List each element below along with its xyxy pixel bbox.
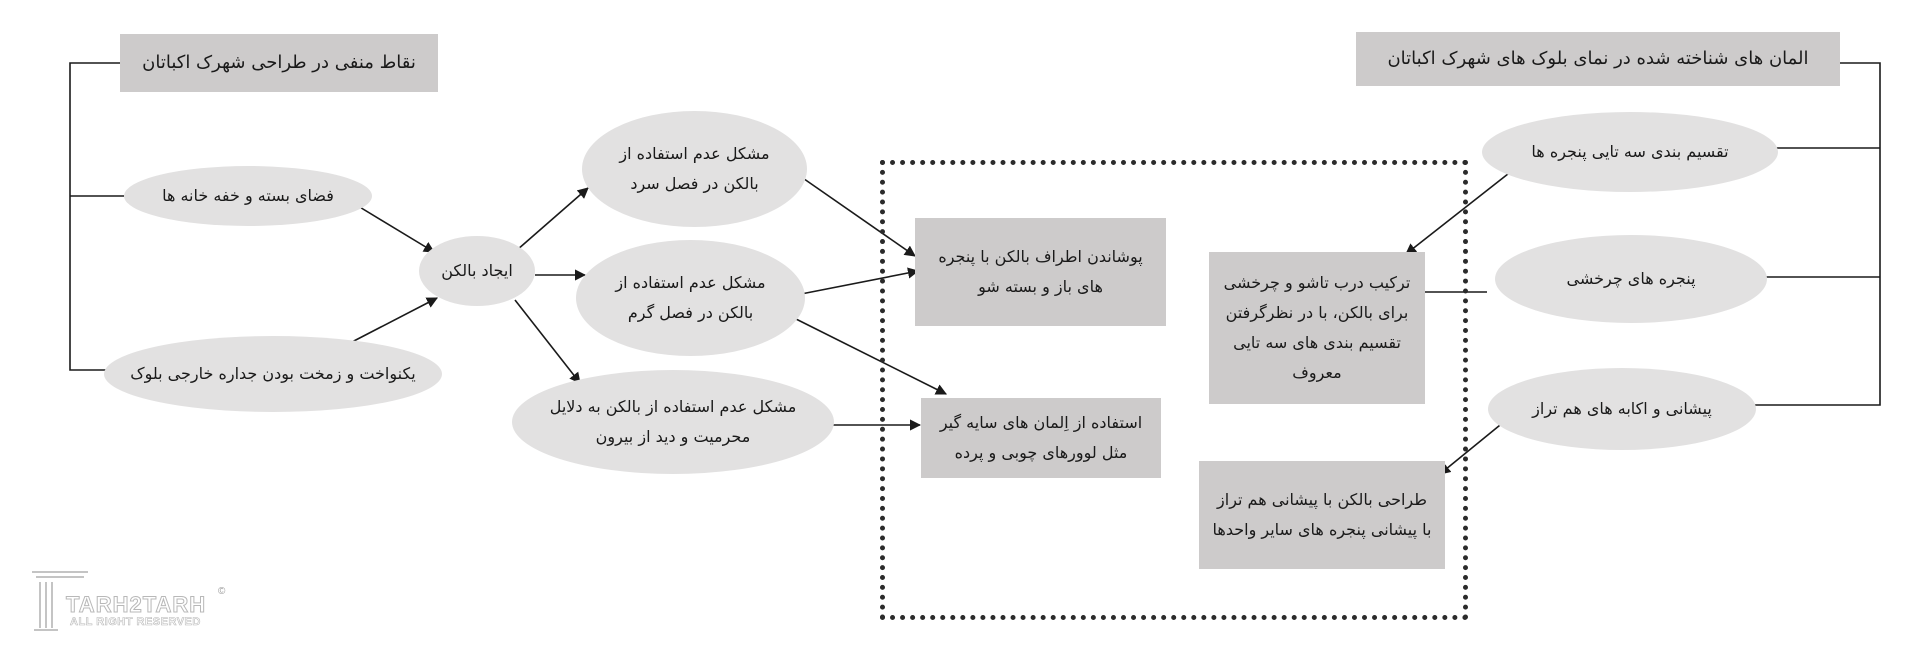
- tarh2tarh-logo: TARH2TARH © ALL RIGHT RESERVED: [30, 568, 240, 636]
- arrow-uniform-to-balcony: [349, 297, 438, 344]
- right-title-box: المان های شناخته شده در نمای بلوک های شه…: [1356, 32, 1840, 86]
- left-bracket-line: [69, 62, 120, 371]
- cramped-spaces-text: فضای بسته و خفه خانه ها: [162, 186, 334, 205]
- right-title-text: المان های شناخته شده در نمای بلوک های شه…: [1387, 48, 1809, 69]
- three-part-windows-text: تقسیم بندی سه تایی پنجره ها: [1531, 142, 1729, 161]
- arrow-hot-to-cover: [795, 267, 920, 296]
- box-door-combo: ترکیب درب تاشو و چرخشی برای بالکن، با در…: [1209, 252, 1425, 404]
- solutions-dotted-frame: [880, 160, 1468, 620]
- arrow-hot-to-shading: [793, 317, 948, 395]
- problem-hot-text: مشکل عدم استفاده از بالکن در فصل گرم: [615, 273, 766, 322]
- copyright-mark: ©: [218, 586, 226, 597]
- right-bracket-line: [1750, 62, 1881, 406]
- ellipse-create-balcony: ایجاد بالکن: [419, 236, 535, 306]
- ellipse-cramped-spaces: فضای بسته و خفه خانه ها: [124, 166, 372, 226]
- arrow-cold-to-cover: [796, 173, 916, 257]
- left-title-box: نقاط منفی در طراحی شهرک اکباتان: [120, 34, 438, 92]
- column-logo-icon: [32, 571, 88, 631]
- ellipse-pivot-windows: پنجره های چرخشی: [1495, 235, 1767, 323]
- ellipse-problem-hot: مشکل عدم استفاده از بالکن در فصل گرم: [576, 240, 805, 356]
- box-cover-balcony: پوشاندن اطراف بالکن با پنجره های باز و ب…: [915, 218, 1166, 326]
- ellipse-problem-privacy: مشکل عدم استفاده از بالکن به دلایل محرمی…: [512, 370, 834, 474]
- box-shading-elements: استفاده از اِلمان های سایه گیر مثل لووره…: [921, 398, 1161, 478]
- logo-subtitle: ALL RIGHT RESERVED: [70, 616, 201, 629]
- create-balcony-text: ایجاد بالکن: [441, 261, 513, 280]
- ellipse-problem-cold: مشکل عدم استفاده از بالکن در فصل سرد: [582, 111, 807, 227]
- cover-balcony-text: پوشاندن اطراف بالکن با پنجره های باز و ب…: [938, 247, 1143, 296]
- arrow-cramped-to-balcony: [357, 205, 435, 253]
- problem-privacy-text: مشکل عدم استفاده از بالکن به دلایل محرمی…: [549, 397, 797, 446]
- problem-cold-text: مشکل عدم استفاده از بالکن در فصل سرد: [619, 144, 770, 193]
- ellipse-uniform-facade: یکنواخت و زمخت بودن جداره خارجی بلوک: [104, 336, 442, 412]
- shading-elements-text: استفاده از اِلمان های سایه گیر مثل لووره…: [939, 413, 1143, 462]
- logo-name: TARH2TARH: [65, 592, 207, 618]
- balcony-design-text: طراحی بالکن با پیشانی هم تراز با پیشانی …: [1212, 490, 1432, 539]
- arrow-balcony-to-privacy: [514, 299, 581, 384]
- arrow-three-to-door: [1405, 169, 1514, 255]
- arrow-balcony-to-cold: [516, 187, 589, 251]
- ellipse-aligned-canopies: پیشانی و اکابه های هم تراز: [1488, 368, 1756, 450]
- door-combo-text: ترکیب درب تاشو و چرخشی برای بالکن، با در…: [1223, 273, 1411, 382]
- pivot-windows-text: پنجره های چرخشی: [1566, 269, 1696, 288]
- left-title-text: نقاط منفی در طراحی شهرک اکباتان: [142, 52, 416, 73]
- ellipse-three-part-windows: تقسیم بندی سه تایی پنجره ها: [1482, 112, 1778, 192]
- aligned-canopies-text: پیشانی و اکابه های هم تراز: [1532, 399, 1712, 418]
- uniform-facade-text: یکنواخت و زمخت بودن جداره خارجی بلوک: [130, 364, 416, 383]
- box-balcony-design: طراحی بالکن با پیشانی هم تراز با پیشانی …: [1199, 461, 1445, 569]
- arrow-canopies-to-design: [1439, 420, 1506, 475]
